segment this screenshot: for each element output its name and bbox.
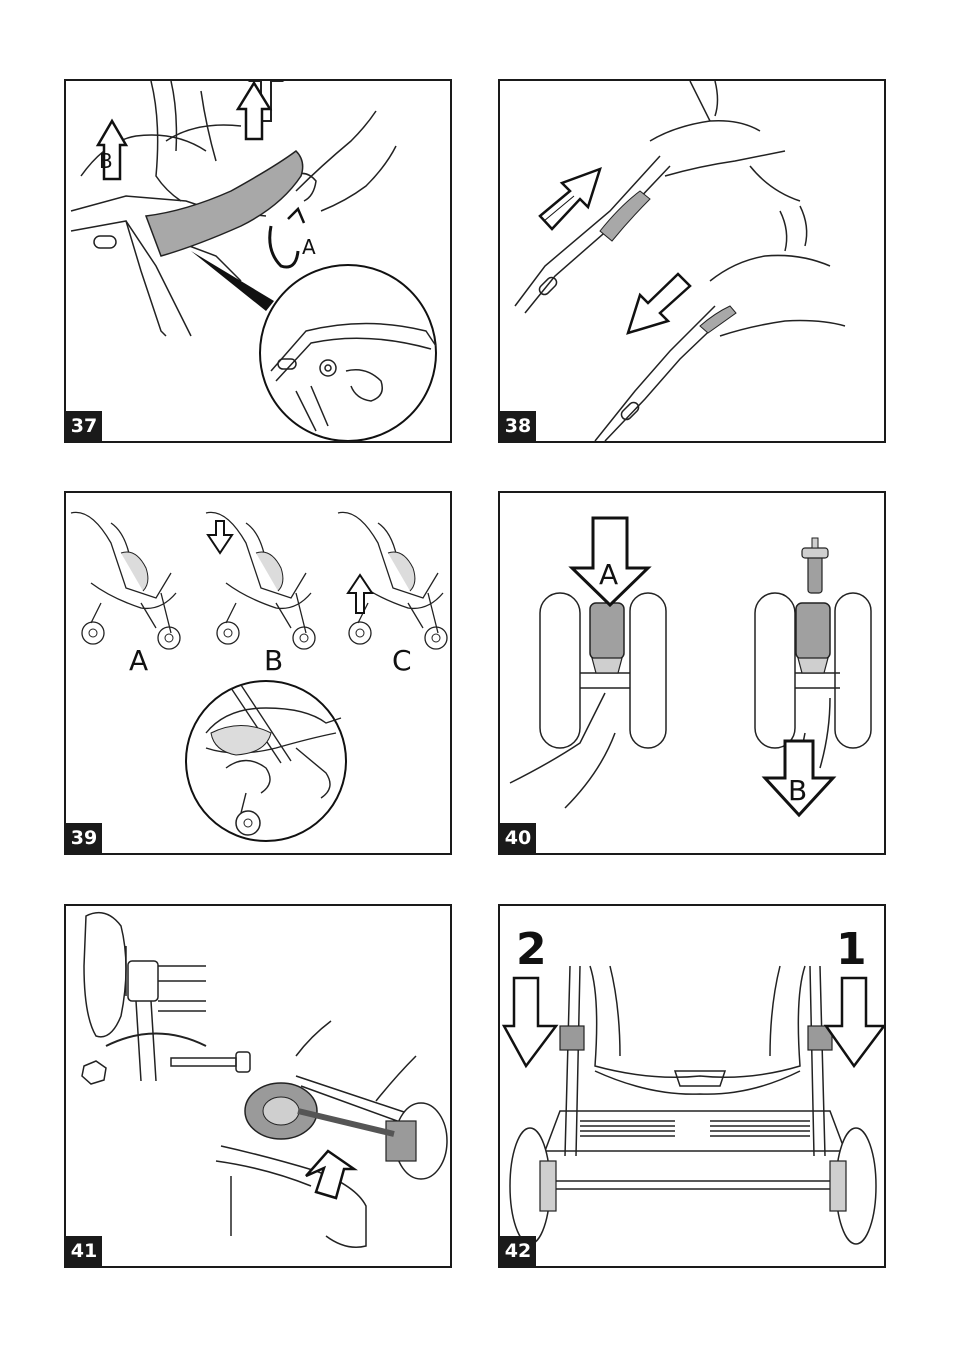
figure-39: A B C 39 [64, 491, 452, 855]
label-a: A [302, 235, 316, 259]
figure-number: 41 [66, 1236, 102, 1266]
label-b: B [788, 774, 807, 807]
label-c: C [392, 644, 412, 677]
figure-number: 37 [66, 411, 102, 441]
figure-41-illustration [66, 906, 450, 1266]
label-b: B [99, 149, 113, 173]
figure-42-illustration [500, 906, 884, 1266]
figure-40: A B 40 [498, 491, 886, 855]
figure-number: 42 [500, 1236, 536, 1266]
label-two: 2 [516, 924, 547, 975]
figure-38: 38 [498, 79, 886, 443]
figure-number: 40 [500, 823, 536, 853]
label-a: A [599, 558, 618, 591]
figure-37: B A 37 [64, 79, 452, 443]
label-b: B [264, 644, 283, 677]
figure-38-illustration [500, 81, 884, 441]
figure-42: 2 1 42 [498, 904, 886, 1268]
figure-number: 39 [66, 823, 102, 853]
figure-40-illustration [500, 493, 884, 853]
figure-number: 38 [500, 411, 536, 441]
figure-37-illustration [66, 81, 450, 441]
figure-41: 41 [64, 904, 452, 1268]
label-a: A [129, 644, 148, 677]
label-one: 1 [836, 924, 867, 975]
